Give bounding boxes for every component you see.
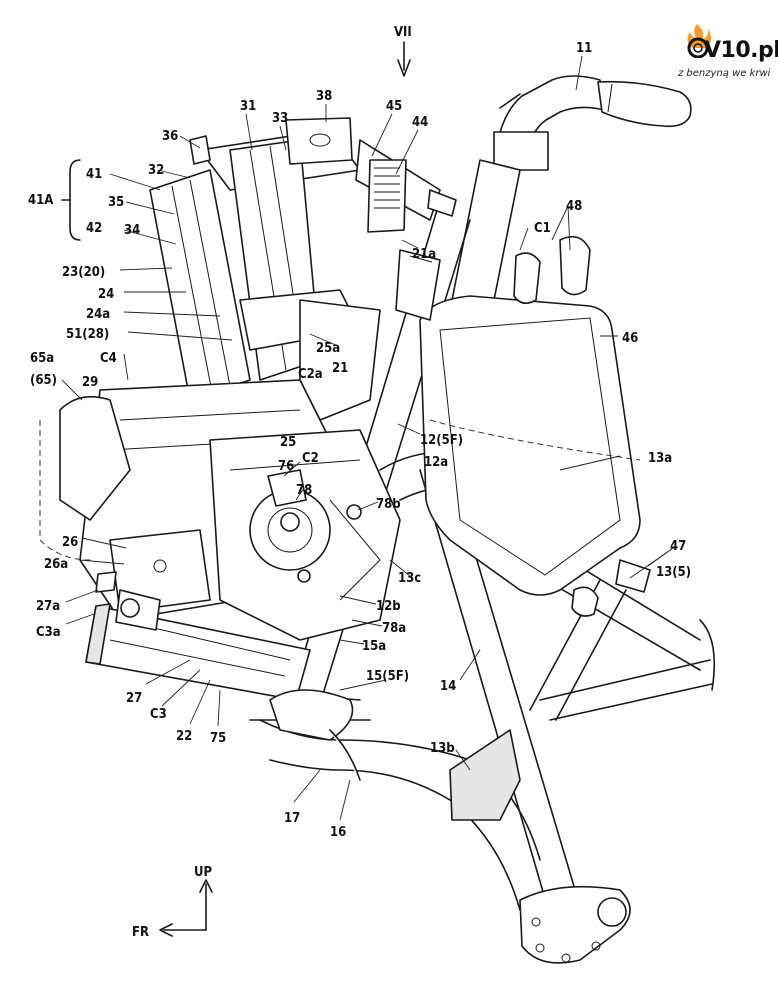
- label-34: 34: [124, 223, 140, 238]
- label-31: 31: [240, 99, 256, 114]
- label-48: 48: [566, 199, 582, 214]
- handlebar: [493, 75, 692, 171]
- label-42: 42: [86, 221, 102, 236]
- label-46: 46: [622, 331, 638, 346]
- logo-wordmark: V10.pl: [704, 38, 778, 63]
- label-38: 38: [316, 89, 332, 104]
- label-78a: 78a: [382, 621, 406, 636]
- label-15a: 15a: [362, 639, 386, 654]
- v10-logo[interactable]: V10.pl z benzyną we krwi: [676, 8, 778, 86]
- label-26: 26: [62, 535, 78, 550]
- label-78b: 78b: [376, 497, 401, 512]
- label-C3a: C3a: [36, 625, 61, 640]
- engine-block: [39, 235, 651, 821]
- part-labels: 11 VII 38 31 33 45 44 36 32 41 41A 35 42…: [28, 25, 691, 940]
- label-21a: 21a: [412, 247, 436, 262]
- leader-lines: [61, 55, 677, 821]
- label-15-5F: 15(5F): [366, 669, 409, 684]
- front-suspension: [149, 117, 457, 421]
- label-12b: 12b: [376, 599, 401, 614]
- label-view-vii: VII: [394, 25, 412, 40]
- label-17: 17: [284, 811, 300, 826]
- label-C2a: C2a: [298, 367, 323, 382]
- label-fr: FR: [132, 925, 149, 940]
- label-65a: 65a: [30, 351, 54, 366]
- label-36: 36: [162, 129, 178, 144]
- label-23-20: 23(20): [62, 265, 105, 280]
- label-16: 16: [330, 825, 346, 840]
- label-76: 76: [278, 459, 294, 474]
- logo-tagline: z benzyną we krwi: [678, 68, 771, 79]
- view-marker-arrow: [397, 41, 411, 77]
- label-78: 78: [296, 483, 312, 498]
- label-13a: 13a: [648, 451, 672, 466]
- flame-tire-icon: [687, 24, 711, 58]
- label-24: 24: [98, 287, 114, 302]
- label-24a: 24a: [86, 307, 110, 322]
- label-33: 33: [272, 111, 288, 126]
- label-45: 45: [386, 99, 402, 114]
- label-65: (65): [30, 373, 57, 388]
- label-C1: C1: [534, 221, 551, 236]
- label-12a: 12a: [424, 455, 448, 470]
- label-C2: C2: [302, 451, 319, 466]
- label-25: 25: [280, 435, 296, 450]
- label-41: 41: [86, 167, 102, 182]
- label-13-5: 13(5): [656, 565, 691, 580]
- bracket-41A: [61, 159, 81, 241]
- label-13c: 13c: [398, 571, 421, 586]
- label-25a: 25a: [316, 341, 340, 356]
- label-47: 47: [670, 539, 686, 554]
- direction-arrows: [159, 879, 213, 937]
- tank-46: [419, 295, 641, 596]
- label-C4: C4: [100, 351, 117, 366]
- label-29: 29: [82, 375, 98, 390]
- label-up: UP: [194, 865, 212, 880]
- label-13b: 13b: [430, 741, 455, 756]
- label-27a: 27a: [36, 599, 60, 614]
- label-27: 27: [126, 691, 142, 706]
- label-41A: 41A: [28, 193, 53, 208]
- label-12-5F: 12(5F): [420, 433, 463, 448]
- label-22: 22: [176, 729, 192, 744]
- label-51-28: 51(28): [66, 327, 109, 342]
- label-44: 44: [412, 115, 428, 130]
- label-75: 75: [210, 731, 226, 746]
- label-26a: 26a: [44, 557, 68, 572]
- label-35: 35: [108, 195, 124, 210]
- label-11: 11: [576, 41, 592, 56]
- label-14: 14: [440, 679, 456, 694]
- label-21: 21: [332, 361, 348, 376]
- label-32: 32: [148, 163, 164, 178]
- label-C3: C3: [150, 707, 167, 722]
